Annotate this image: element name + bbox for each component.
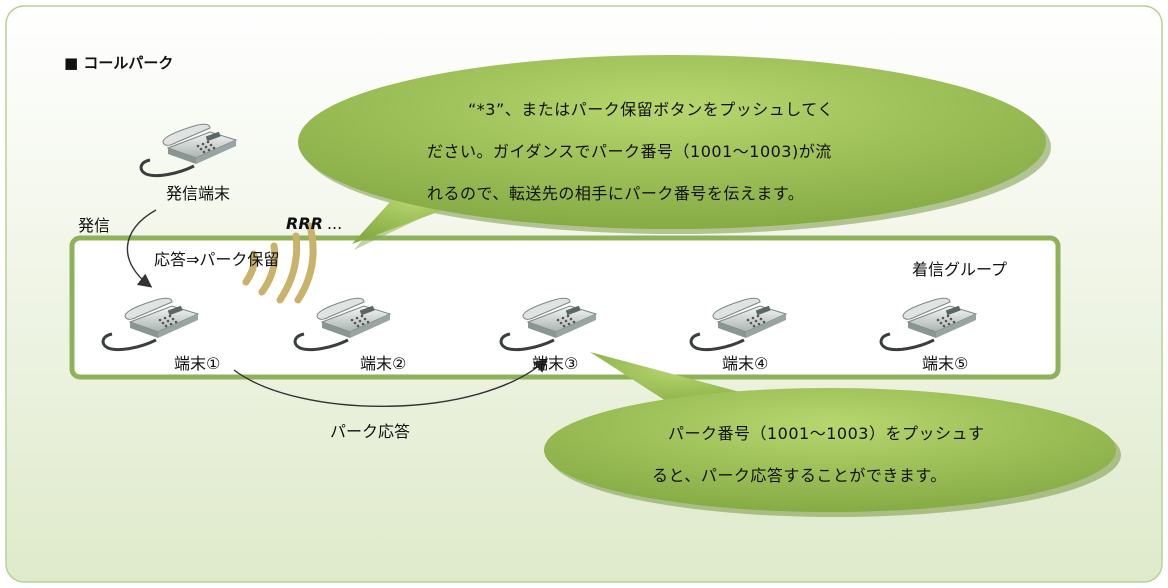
pickup-arrow xyxy=(233,358,549,408)
top-bubble-line-3: れるので、転送先の相手にパーク番号を伝えます。 xyxy=(427,184,805,203)
caller-terminal-label: 発信端末 xyxy=(166,184,231,203)
terminal-3-label: 端末③ xyxy=(532,354,579,373)
top-bubble-line-2: ださい。ガイダンスでパーク番号（1001～1003)が流 xyxy=(427,142,832,161)
ring-waves xyxy=(242,222,317,304)
call-arrow xyxy=(126,209,157,288)
ring-dots: ... xyxy=(326,214,343,233)
terminal-1-label: 端末① xyxy=(174,354,221,373)
ring-text: RRR xyxy=(286,214,323,233)
park-pickup-label: パーク応答 xyxy=(330,422,411,441)
terminal-4-label: 端末④ xyxy=(722,354,769,373)
incoming-group-label: 着信グループ xyxy=(912,260,1008,279)
ring-label: RRR... xyxy=(286,214,342,233)
terminal-5-label: 端末⑤ xyxy=(922,354,969,373)
call-label: 発信 xyxy=(78,216,111,235)
diagram-title: ■ コールパーク xyxy=(64,54,174,72)
terminal-2-label: 端末② xyxy=(360,354,407,373)
top-speech-bubble xyxy=(298,55,1051,250)
bottom-bubble-line-2: ると、パーク応答することができます。 xyxy=(652,466,947,485)
bottom-bubble-line-1: パーク番号（1001～1003）をプッシュす xyxy=(668,424,985,443)
answer-park-label: 応答⇒パーク保留 xyxy=(154,250,280,269)
top-bubble-line-1: “*3”、またはパーク保留ボタンをプッシュしてく xyxy=(468,100,834,119)
bottom-speech-bubble xyxy=(544,352,1121,517)
